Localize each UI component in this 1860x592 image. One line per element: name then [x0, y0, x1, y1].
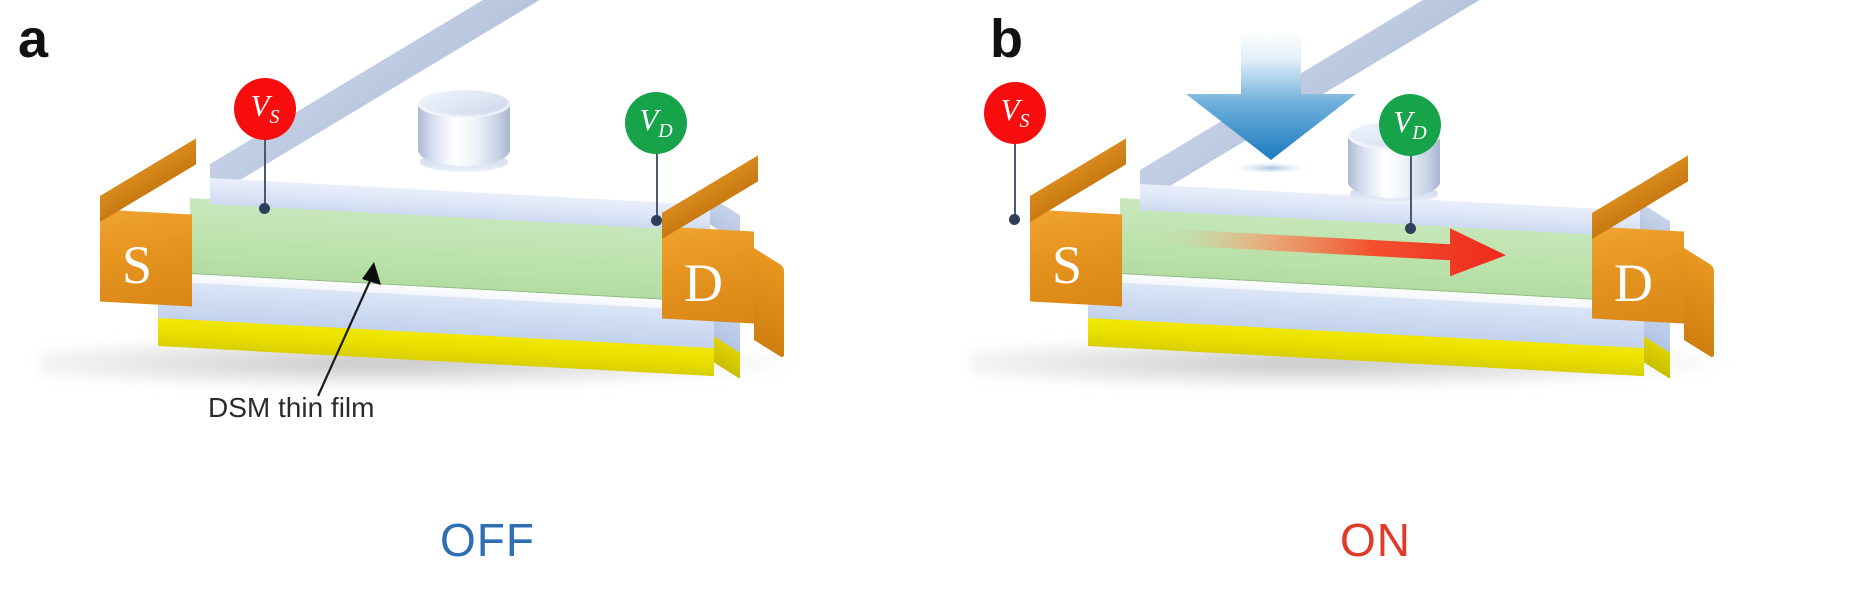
- current-flow-arrow: [1150, 228, 1506, 277]
- source-probe-contact: [1009, 214, 1020, 225]
- device-stack-a: S D: [40, 0, 870, 410]
- source-voltage-bubble[interactable]: VS: [234, 78, 296, 140]
- source-voltage-bubble[interactable]: VS: [984, 82, 1046, 144]
- source-electrode-label: S: [122, 235, 153, 295]
- drain-electrode-label: D: [1614, 253, 1653, 313]
- drain-probe-wire: [1410, 152, 1412, 230]
- drain-probe-contact: [1405, 223, 1416, 234]
- press-force-arrow: [1186, 32, 1356, 172]
- source-voltage-subscript: S: [1019, 110, 1030, 133]
- drain-electrode-side: [1684, 248, 1714, 359]
- device-stack-b: S D: [970, 0, 1800, 410]
- source-probe-contact: [259, 203, 270, 214]
- source-electrode-top: [1030, 138, 1126, 222]
- panel-b: b: [930, 0, 1860, 592]
- drain-electrode-label: D: [684, 253, 723, 313]
- drain-probe-wire: [656, 150, 658, 222]
- source-probe-wire: [1014, 135, 1016, 220]
- state-caption-off: OFF: [440, 514, 535, 566]
- drain-voltage-bubble[interactable]: VD: [625, 92, 687, 154]
- source-voltage-symbol: VS: [250, 88, 280, 129]
- drain-voltage-bubble[interactable]: VD: [1379, 94, 1441, 156]
- source-voltage-subscript: S: [269, 106, 280, 129]
- drain-voltage-symbol: VD: [639, 102, 673, 143]
- source-electrode-label: S: [1052, 235, 1083, 295]
- drain-voltage-subscript: D: [658, 120, 673, 143]
- panel-a-label: a: [18, 9, 48, 69]
- source-voltage-symbol: VS: [1000, 92, 1030, 133]
- state-caption-on: ON: [1340, 514, 1411, 566]
- drain-voltage-symbol: VD: [1393, 104, 1427, 145]
- drain-probe-contact: [651, 215, 662, 226]
- drain-voltage-subscript: D: [1412, 122, 1427, 145]
- cylinder-top-cap: [418, 90, 510, 118]
- panel-a: a S: [18, 0, 870, 566]
- dsm-callout-label: DSM thin film: [208, 392, 375, 423]
- source-probe-wire: [264, 130, 266, 210]
- dsm-callout-leader: [316, 262, 381, 397]
- panel-b-label: b: [990, 9, 1023, 69]
